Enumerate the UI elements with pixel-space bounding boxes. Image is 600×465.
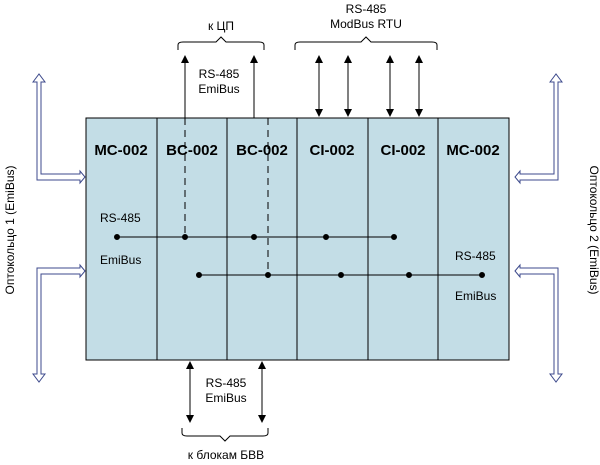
optical-ring-left <box>32 73 86 383</box>
module-box-3 <box>226 117 298 361</box>
ring-left-upper-arrow <box>32 73 86 185</box>
modules-group: MC-002 BC-002 BC-002 CI-002 CI-002 MC-00… <box>85 117 510 361</box>
bus-node <box>406 272 412 278</box>
inner-right-label-line2: EmiBus <box>455 289 496 303</box>
module-label-4: CI-002 <box>309 142 354 159</box>
internal-buses <box>114 118 485 278</box>
module-box-1 <box>85 117 158 361</box>
inner-right-label-line1: RS-485 <box>455 249 496 263</box>
top-connectors <box>177 36 438 118</box>
cpu-bracket <box>177 36 265 50</box>
bus-node <box>182 234 188 240</box>
module-box-2 <box>156 117 228 361</box>
bus-node <box>338 272 344 278</box>
bus-node <box>251 234 257 240</box>
inner-left-label-line2: EmiBus <box>100 253 141 267</box>
ring-right-label: Оптокольцо 2 (EmiBus) <box>587 165 600 294</box>
bvv-bus-label-line1: RS-485 <box>206 376 247 390</box>
cpu-label: к ЦП <box>208 19 234 33</box>
ring-right-lower-arrow <box>514 263 563 383</box>
modbus-label-line2: ModBus RTU <box>330 17 402 31</box>
bus-node <box>196 272 202 278</box>
optical-ring-right <box>514 73 563 383</box>
bus-node <box>114 234 120 240</box>
module-label-2: BC-002 <box>166 142 218 159</box>
modbus-bracket <box>294 36 438 50</box>
ring-left-lower-arrow <box>32 263 86 383</box>
bvv-bus-label-line2: EmiBus <box>205 391 246 405</box>
inner-left-label-line1: RS-485 <box>100 211 141 225</box>
module-label-1: MC-002 <box>94 142 147 159</box>
ring-right-upper-arrow <box>514 73 563 185</box>
module-box-5 <box>367 117 439 361</box>
module-label-6: MC-002 <box>446 142 499 159</box>
bus-node <box>391 234 397 240</box>
cpu-bus-label-line2: EmiBus <box>198 82 239 96</box>
module-box-4 <box>296 117 369 361</box>
module-label-5: CI-002 <box>380 142 425 159</box>
bus-node <box>479 272 485 278</box>
module-label-3: BC-002 <box>236 142 288 159</box>
bvv-bracket <box>181 428 269 442</box>
bus-node <box>323 234 329 240</box>
modbus-label-line1: RS-485 <box>346 2 387 16</box>
module-box-6 <box>437 117 510 361</box>
bottom-connectors <box>181 361 269 442</box>
ring-left-label: Оптокольцо 1 (EmiBus) <box>3 165 17 294</box>
cpu-bus-label-line1: RS-485 <box>199 67 240 81</box>
bvv-label: к блокам БВВ <box>188 448 264 462</box>
